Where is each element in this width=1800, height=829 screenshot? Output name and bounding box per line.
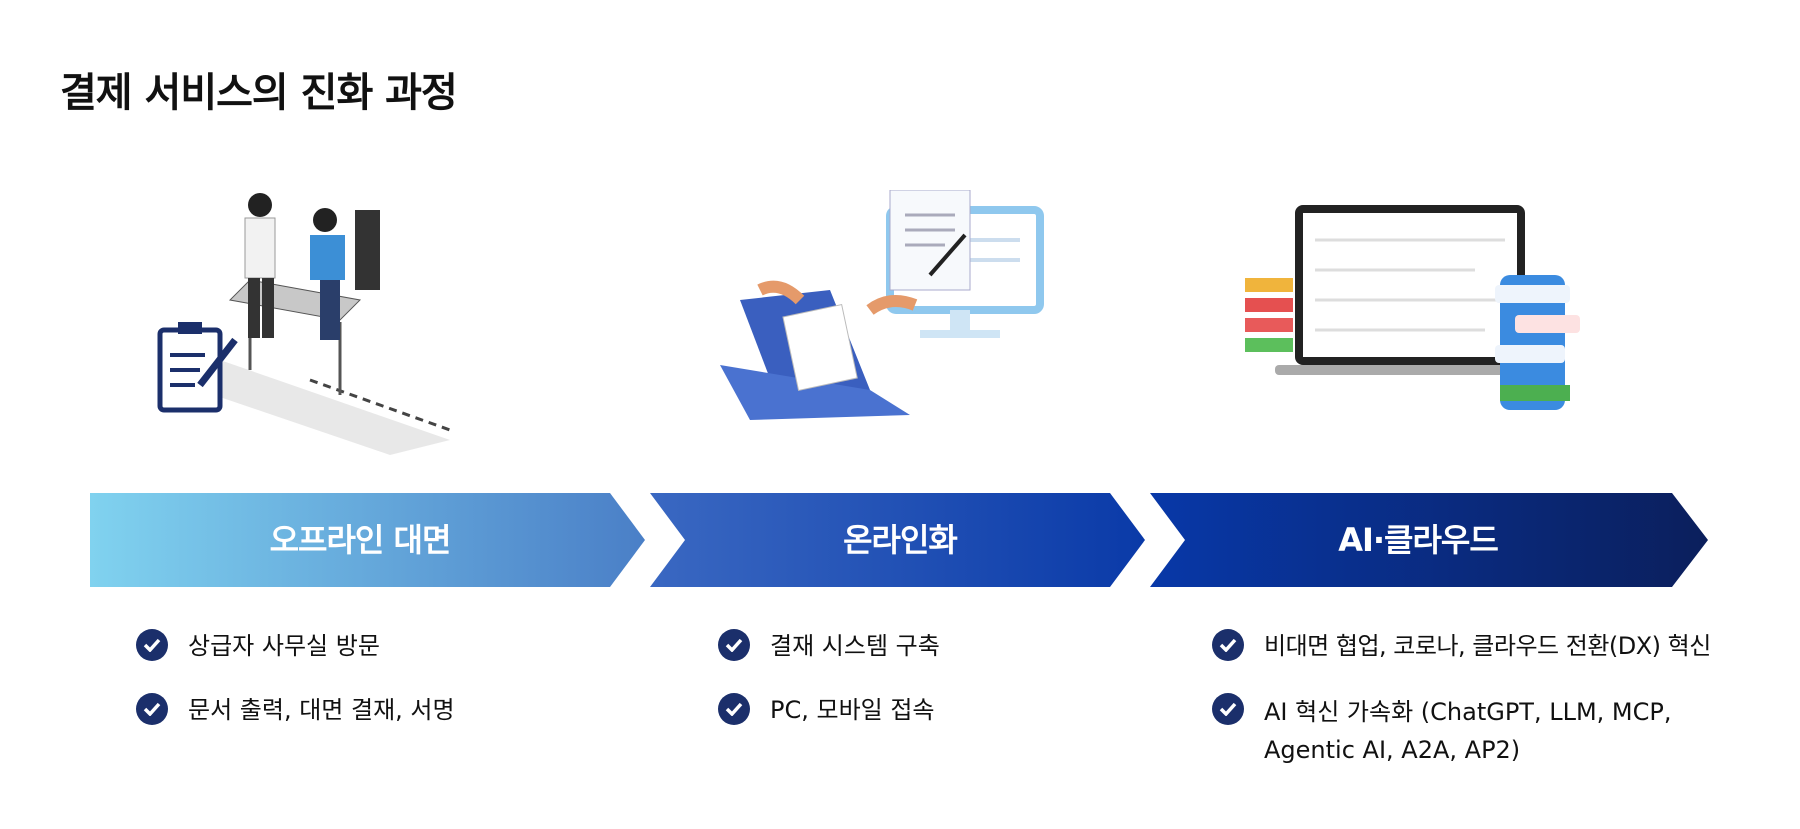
list-item: 결재 시스템 구축	[718, 629, 1138, 663]
cloud-ai-dashboard-illustration	[1245, 205, 1580, 410]
check-circle-icon	[718, 693, 750, 725]
bullet-text: 비대면 협업, 코로나, 클라우드 전환(DX) 혁신	[1264, 632, 1711, 660]
bullet-text: 결재 시스템 구축	[770, 632, 940, 660]
check-circle-icon	[718, 629, 750, 661]
stage-2-bullets: 결재 시스템 구축 PC, 모바일 접속	[718, 629, 1138, 757]
check-circle-icon	[1212, 693, 1244, 725]
bullet-text: PC, 모바일 접속	[770, 696, 935, 724]
bullet-text: 상급자 사무실 방문	[188, 632, 380, 660]
stage-1-bullets: 상급자 사무실 방문 문서 출력, 대면 결재, 서명	[136, 629, 576, 757]
list-item: AI 혁신 가속화 (ChatGPT, LLM, MCP, Agentic AI…	[1212, 693, 1752, 769]
office-meeting-illustration	[157, 193, 451, 455]
check-circle-icon	[1212, 629, 1244, 661]
list-item: 문서 출력, 대면 결재, 서명	[136, 693, 576, 727]
list-item: PC, 모바일 접속	[718, 693, 1138, 727]
stage-label-3: AI·클라우드	[1338, 521, 1499, 559]
stage-label-2: 온라인화	[843, 521, 958, 559]
bullet-text: 문서 출력, 대면 결재, 서명	[188, 696, 455, 724]
check-circle-icon	[136, 629, 168, 661]
page-title: 결제 서비스의 진화 과정	[60, 70, 458, 116]
bullet-text: AI 혁신 가속화 (ChatGPT, LLM, MCP, Agentic AI…	[1264, 698, 1672, 764]
stage-arrow-3	[1150, 493, 1708, 587]
stage-arrow-1	[90, 493, 645, 587]
online-contract-illustration	[720, 190, 1044, 420]
stage-label-1: 오프라인 대면	[269, 521, 452, 559]
stage-arrow-2	[650, 493, 1145, 587]
check-circle-icon	[136, 693, 168, 725]
list-item: 상급자 사무실 방문	[136, 629, 576, 663]
list-item: 비대면 협업, 코로나, 클라우드 전환(DX) 혁신	[1212, 629, 1752, 663]
stage-3-bullets: 비대면 협업, 코로나, 클라우드 전환(DX) 혁신 AI 혁신 가속화 (C…	[1212, 629, 1752, 799]
